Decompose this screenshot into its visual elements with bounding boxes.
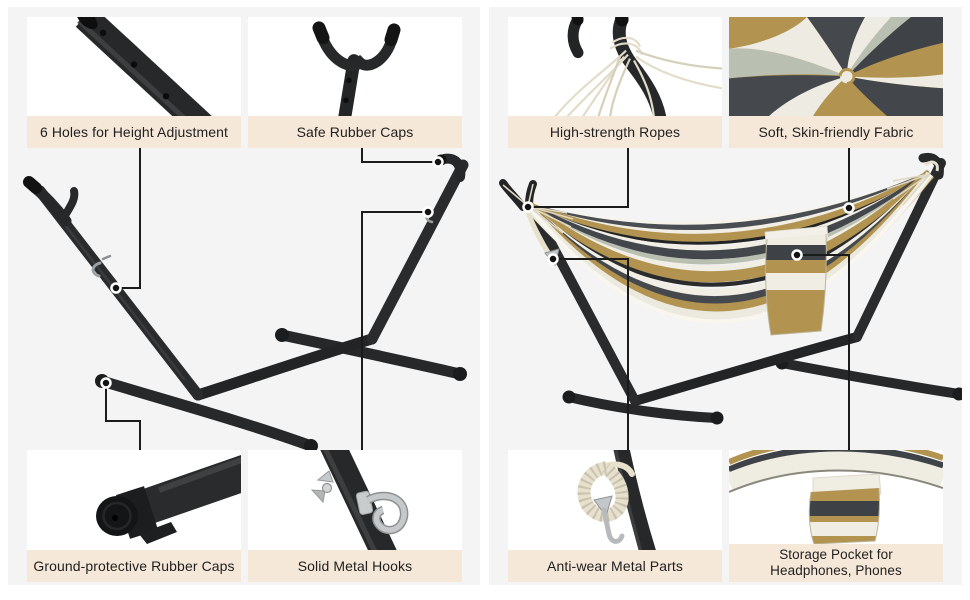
safe-rubber-caps-photo xyxy=(248,17,462,116)
feature-label-text: Soft, Skin-friendly Fabric xyxy=(758,124,914,140)
feature-label-text: Ground-protective Rubber Caps xyxy=(33,558,235,574)
fabric-photo xyxy=(729,17,943,116)
callout-dots xyxy=(522,201,855,265)
six-holes-photo xyxy=(27,17,241,116)
feature-label-text: High-strength Ropes xyxy=(549,124,681,140)
feature-label-text: Solid Metal Hooks xyxy=(297,558,413,574)
feature-label: 6 Holes for Height Adjustment xyxy=(27,116,241,148)
feature-label: Safe Rubber Caps xyxy=(248,116,462,148)
hammock-fabric xyxy=(524,169,934,324)
card-six-holes: 6 Holes for Height Adjustment xyxy=(27,17,241,148)
ropes-illustration xyxy=(554,17,722,116)
hammock-photo xyxy=(499,148,962,450)
metal-hooks-photo xyxy=(248,450,462,550)
hammock-stand-photo xyxy=(23,148,469,453)
feature-label-text: Safe Rubber Caps xyxy=(296,124,414,140)
panel-hammock-features: High-strength Ropes xyxy=(489,7,962,585)
panel-stand-features: 6 Holes for Height Adjustment Safe Rubbe… xyxy=(8,7,480,585)
wing-nut-icon xyxy=(310,470,334,504)
metal-hook-icon xyxy=(593,495,625,544)
ground-caps-photo xyxy=(27,450,241,550)
rope-loop-illustration xyxy=(577,450,656,550)
callout-lines xyxy=(105,148,433,450)
feature-label: Anti-wear Metal Parts xyxy=(508,550,722,582)
feature-label-line2: Headphones, Phones xyxy=(770,563,902,578)
feature-label: Ground-protective Rubber Caps xyxy=(27,550,241,582)
stand-frame xyxy=(499,152,962,425)
feature-label-text: Anti-wear Metal Parts xyxy=(547,558,683,574)
feature-label: High-strength Ropes xyxy=(508,116,722,148)
pole-hook-icon xyxy=(91,254,112,278)
feature-label: Storage Pocket for Headphones, Phones xyxy=(729,544,943,582)
metal-hook-illustration xyxy=(310,450,409,550)
card-solid-metal-hooks: Solid Metal Hooks xyxy=(248,450,462,582)
callout-dots xyxy=(100,156,444,389)
storage-pocket-photo xyxy=(729,450,943,544)
anti-wear-photo xyxy=(508,450,722,550)
card-high-strength-ropes: High-strength Ropes xyxy=(508,17,722,148)
card-storage-pocket: Storage Pocket for Headphones, Phones xyxy=(729,450,943,582)
pocket-illustration xyxy=(729,450,943,544)
rubber-cap-illustration xyxy=(96,455,241,544)
ropes-photo xyxy=(508,17,722,116)
callout-lines xyxy=(533,148,850,450)
fabric-swirl-illustration xyxy=(729,17,943,116)
rope-strands xyxy=(554,36,722,116)
feature-label: Solid Metal Hooks xyxy=(248,550,462,582)
card-ground-protective-caps: Ground-protective Rubber Caps xyxy=(27,450,241,582)
storage-pocket xyxy=(764,225,829,336)
card-soft-fabric: Soft, Skin-friendly Fabric xyxy=(729,17,943,148)
fork-cap-illustration xyxy=(312,21,401,116)
feature-label-text: 6 Holes for Height Adjustment xyxy=(39,124,229,140)
card-anti-wear-metal-parts: Anti-wear Metal Parts xyxy=(508,450,722,582)
card-safe-rubber-caps: Safe Rubber Caps xyxy=(248,17,462,148)
feature-label: Soft, Skin-friendly Fabric xyxy=(729,116,943,148)
feature-label-line1: Storage Pocket for xyxy=(779,547,893,562)
s-hook-icon xyxy=(366,491,409,535)
adjustment-holes-illustration xyxy=(75,17,212,116)
stand-frame xyxy=(23,153,469,453)
